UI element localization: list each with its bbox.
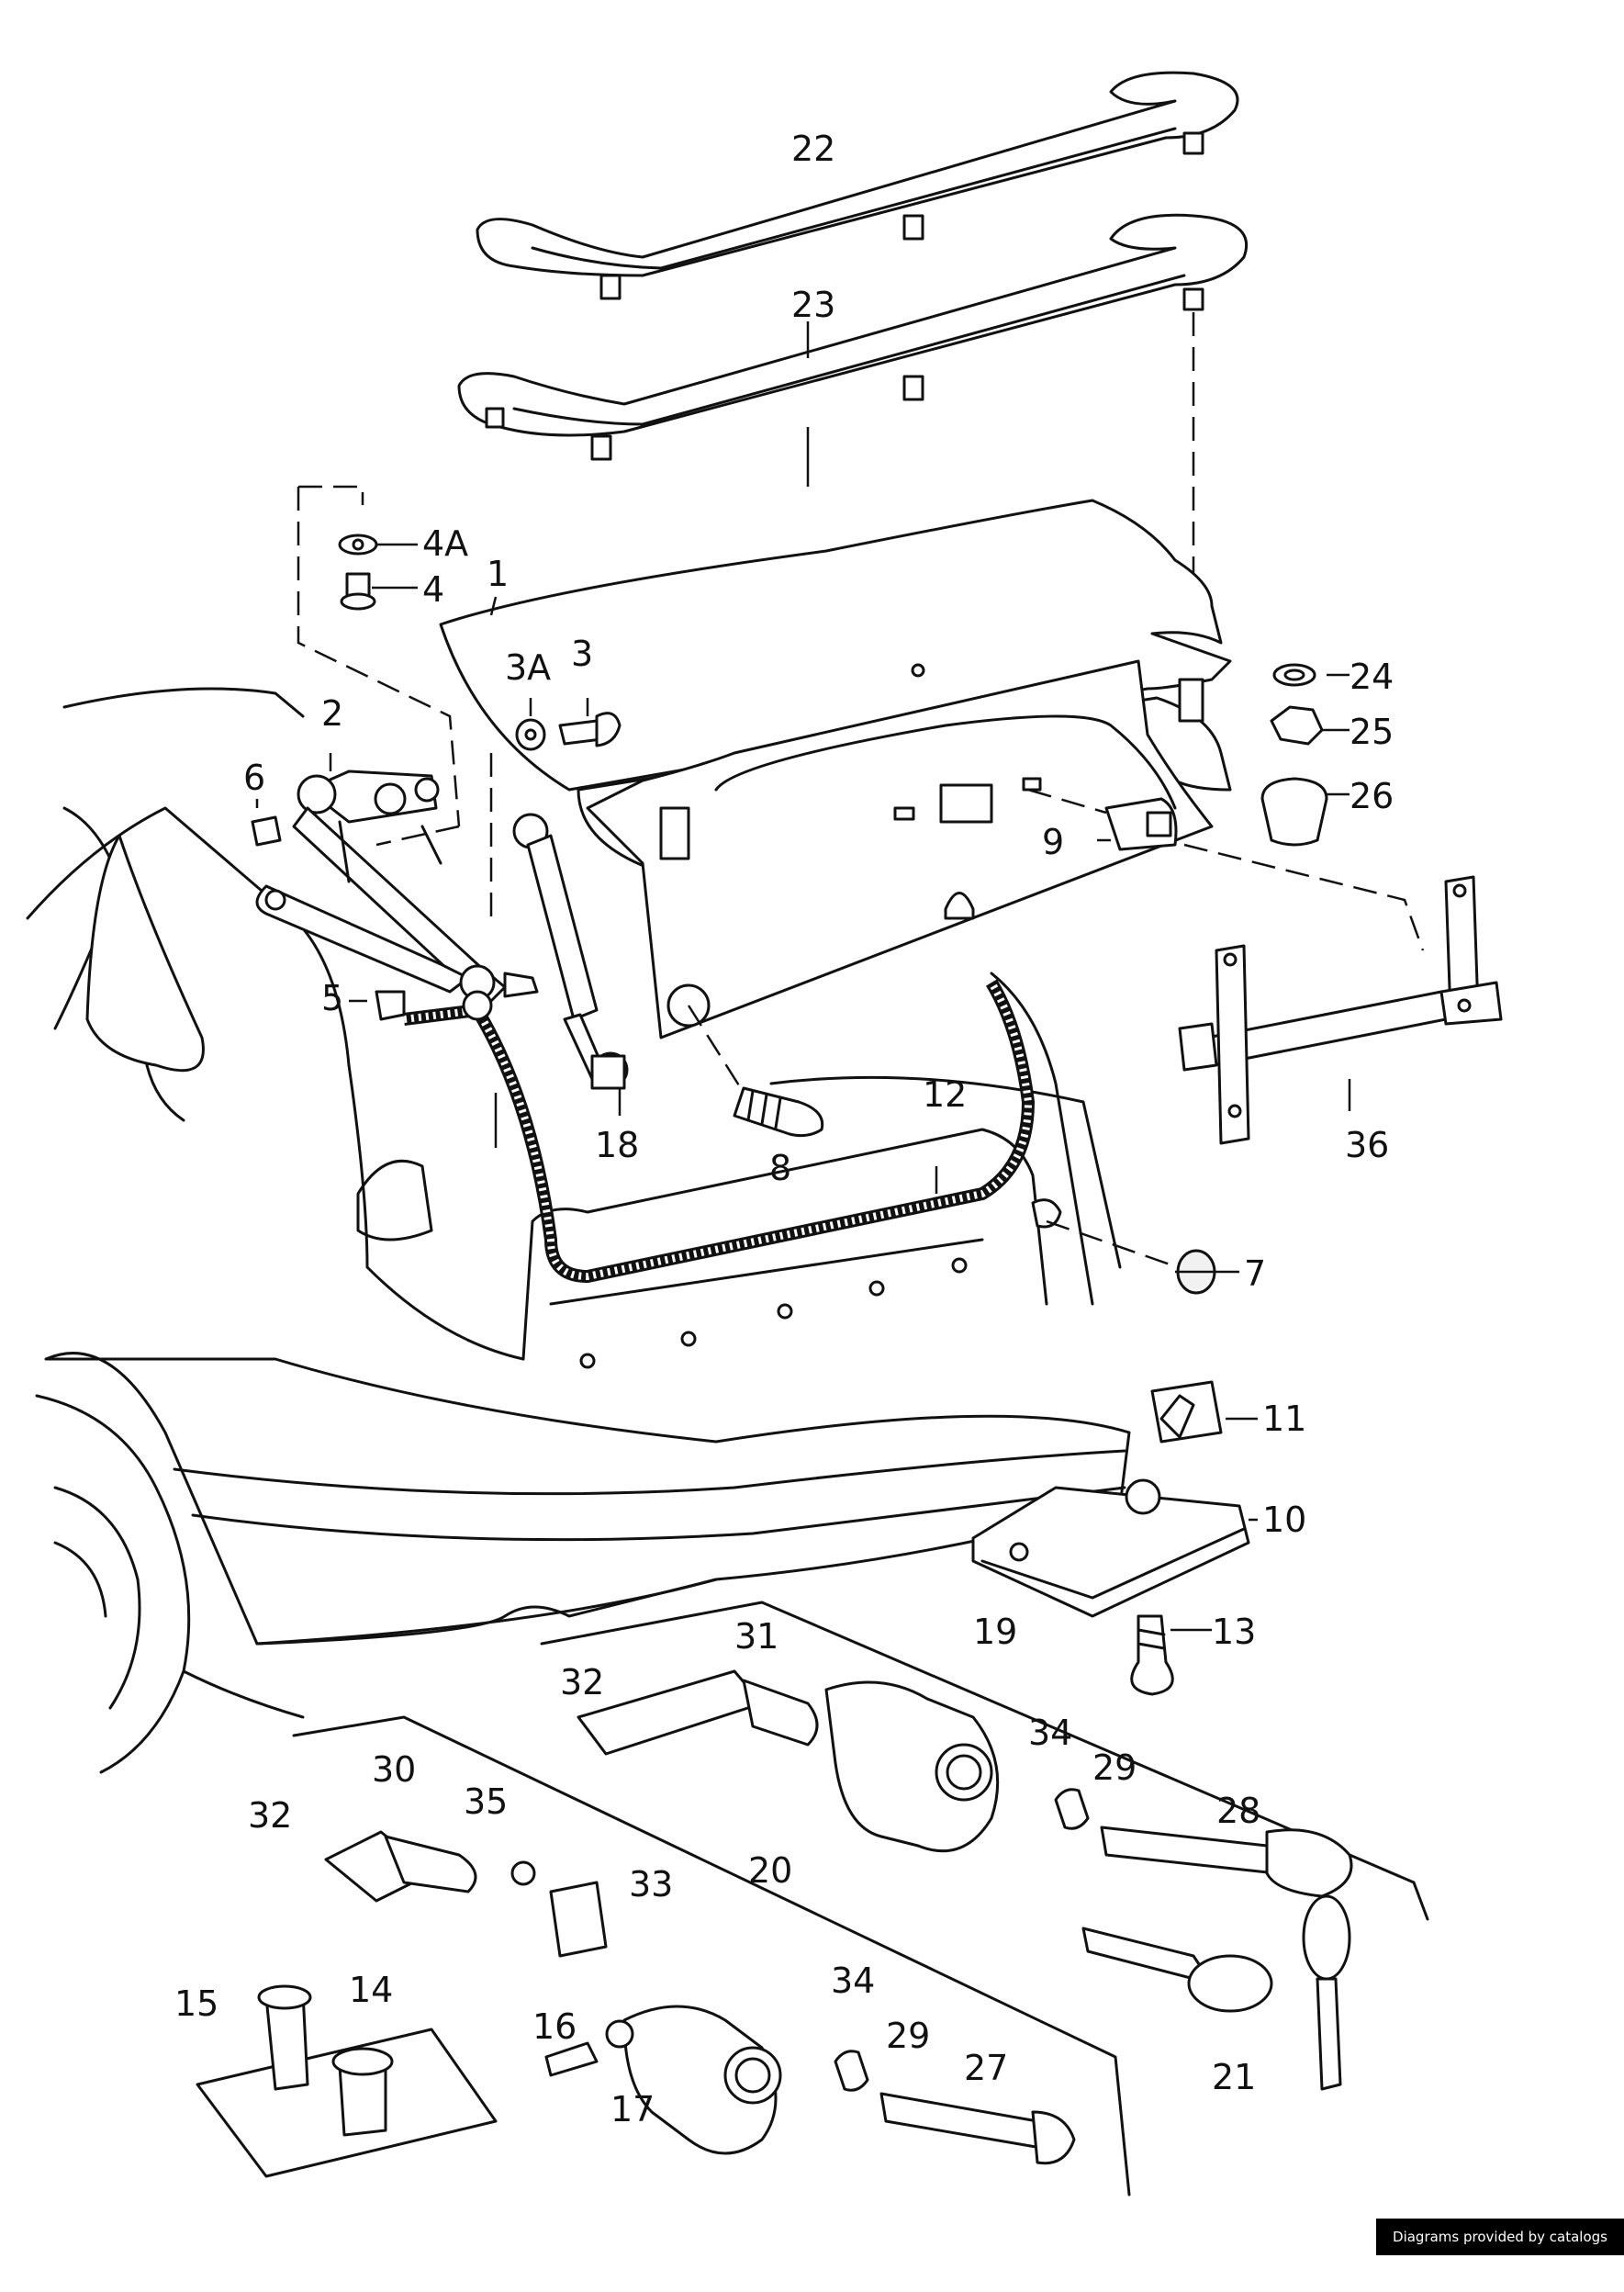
label-26: 26 <box>1350 776 1394 816</box>
bolt-and-washer <box>515 712 622 751</box>
label-34b: 34 <box>831 1961 875 2001</box>
tailgate-hinge <box>255 770 539 1021</box>
label-22: 22 <box>791 129 835 169</box>
label-3a: 3A <box>505 647 551 688</box>
rear-spoiler-22 <box>476 71 1239 300</box>
label-16: 16 <box>532 2006 577 2047</box>
label-18: 18 <box>595 1125 639 1165</box>
washer-nut-grommet <box>1260 663 1328 847</box>
label-21: 21 <box>1212 2057 1256 2097</box>
label-15: 15 <box>174 1983 218 2024</box>
label-35: 35 <box>464 1781 508 1822</box>
label-10: 10 <box>1262 1500 1306 1540</box>
clip-6 <box>251 815 282 847</box>
label-7: 7 <box>1244 1253 1266 1294</box>
assembly-bracket-20 <box>292 1715 1131 2196</box>
label-13: 13 <box>1212 1612 1256 1652</box>
tailgate-panel <box>439 499 1232 1039</box>
label-33: 33 <box>629 1864 673 1904</box>
gas-strut <box>512 813 629 1090</box>
label-14: 14 <box>349 1970 393 2010</box>
lock-mechanism <box>971 1380 1250 1696</box>
label-8: 8 <box>769 1148 791 1188</box>
label-19: 19 <box>973 1612 1017 1652</box>
label-2: 2 <box>321 693 343 734</box>
screw-and-washer <box>544 2019 634 2077</box>
hinge-dash-bracket <box>297 485 493 918</box>
lock-pin-and-screw <box>196 1984 498 2178</box>
label-28: 28 <box>1216 1791 1260 1831</box>
car-body-outline <box>26 687 1131 1774</box>
label-11: 11 <box>1262 1399 1306 1439</box>
label-17: 17 <box>610 2089 655 2129</box>
label-23: 23 <box>791 285 835 325</box>
label-32b: 32 <box>248 1795 292 1836</box>
label-34a: 34 <box>1028 1713 1072 1753</box>
label-29a: 29 <box>1092 1747 1137 1788</box>
handle-assembly-lower <box>324 1830 1076 2165</box>
label-32a: 32 <box>560 1662 604 1702</box>
bolt-4-and-washer-4a <box>338 534 378 611</box>
credit-banner: Diagrams provided by catalogs parts <box>1376 2219 1624 2282</box>
part-numbers: 22 23 4A 4 1 3A 3 2 6 5 18 8 12 9 24 25 … <box>174 129 1394 2129</box>
label-31: 31 <box>734 1616 778 1657</box>
buffer <box>687 1005 824 1138</box>
label-30: 30 <box>372 1749 416 1790</box>
assembly-bracket-19 <box>540 1601 1416 1884</box>
lock-catch <box>1027 788 1425 951</box>
label-25: 25 <box>1350 712 1394 752</box>
label-20: 20 <box>748 1850 792 1891</box>
handle-assembly-upper <box>577 1669 1090 1853</box>
label-4a: 4A <box>422 523 468 564</box>
label-1: 1 <box>487 554 509 594</box>
label-36: 36 <box>1345 1125 1389 1165</box>
label-9: 9 <box>1042 822 1064 862</box>
rear-spoiler-23 <box>457 213 1249 461</box>
label-5: 5 <box>321 978 343 1018</box>
label-24: 24 <box>1350 657 1394 697</box>
lock-cylinder-with-key <box>1081 1826 1353 2091</box>
label-29b: 29 <box>886 2016 930 2056</box>
label-3: 3 <box>571 634 593 674</box>
leader-lines <box>255 321 1351 1632</box>
label-27: 27 <box>964 2048 1008 2088</box>
label-6: 6 <box>243 758 265 798</box>
tailgate-brace <box>1178 875 1503 1145</box>
label-12: 12 <box>923 1074 967 1115</box>
clip-5 <box>375 990 406 1021</box>
label-4: 4 <box>422 569 444 610</box>
